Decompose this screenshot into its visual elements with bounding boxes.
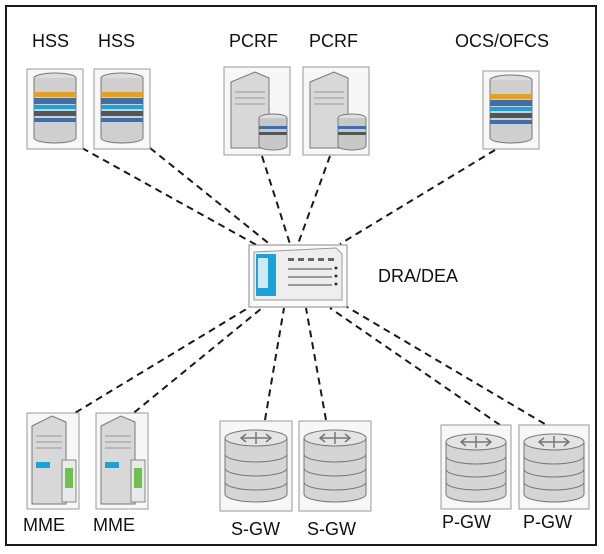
- sgw-label-1: S-GW: [231, 519, 280, 539]
- hss-label-2: HSS: [98, 31, 136, 51]
- link-hss-1: [81, 147, 263, 249]
- gateway-stack-icon: [219, 420, 293, 512]
- link-mme-2: [124, 307, 263, 421]
- link-pcrf-1: [261, 155, 291, 245]
- gateway-stack-icon: [518, 424, 590, 510]
- link-pgw-1: [329, 307, 501, 426]
- mme-label-2: MME: [93, 515, 135, 535]
- database-server-icon: [482, 70, 540, 150]
- mme-label-1: MME: [23, 515, 65, 535]
- tower-server-icon: [26, 412, 80, 510]
- link-sgw-2: [305, 307, 327, 421]
- link-sgw-1: [264, 307, 285, 421]
- pcrf-label-1: PCRF: [229, 31, 278, 51]
- dra-dea-label: DRA/DEA: [378, 266, 459, 286]
- database-server-icon: [93, 68, 151, 150]
- router-appliance-icon: [248, 244, 348, 308]
- hss-label-1: HSS: [32, 31, 70, 51]
- link-mme-1: [54, 301, 259, 426]
- sgw-label-2: S-GW: [307, 519, 356, 539]
- gateway-stack-icon: [440, 424, 512, 510]
- link-hss-2: [149, 147, 273, 247]
- pgw-label-2: P-GW: [523, 512, 572, 532]
- pcrf-label-2: PCRF: [309, 31, 358, 51]
- ocs-ofcs-label: OCS/OFCS: [455, 31, 550, 51]
- tower-server-icon: [95, 412, 149, 510]
- link-ocs-ofcs: [339, 149, 496, 245]
- link-pgw-2: [341, 303, 556, 431]
- pgw-label-1: P-GW: [442, 512, 491, 532]
- gateway-stack-icon: [298, 420, 372, 512]
- tower-server-icon: [223, 66, 291, 156]
- database-server-icon: [26, 68, 84, 150]
- tower-server-icon: [302, 66, 370, 156]
- link-pcrf-2: [297, 155, 331, 245]
